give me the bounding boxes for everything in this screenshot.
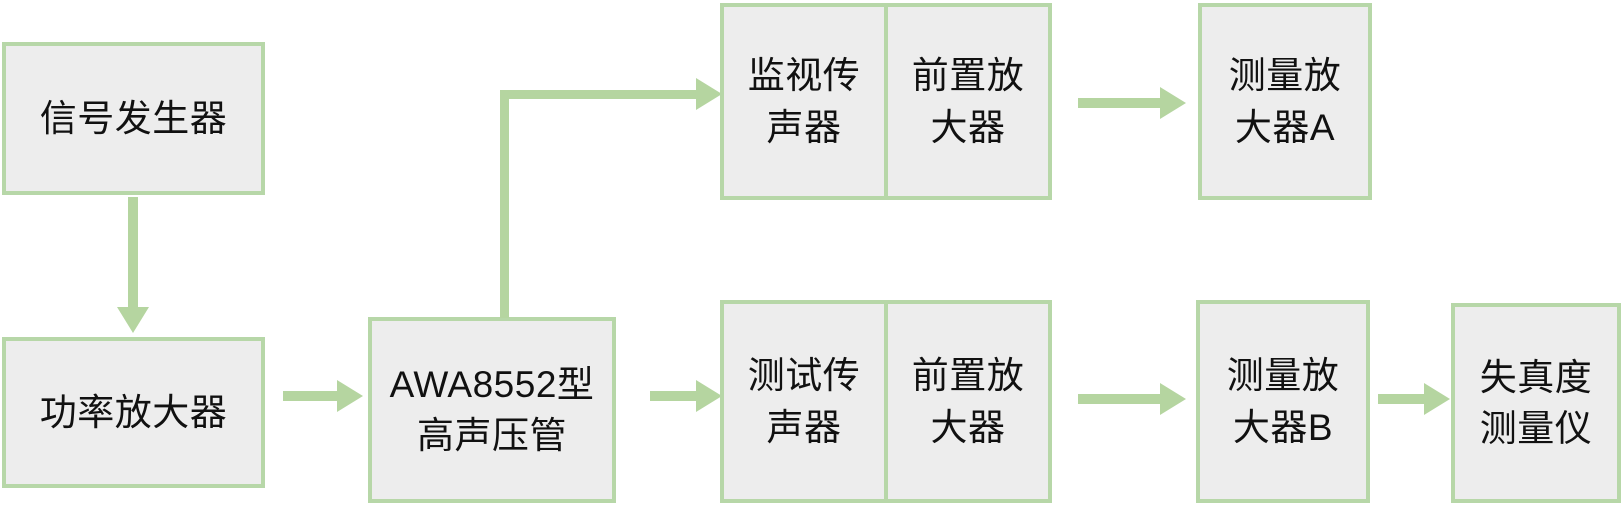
node-measuring-amplifier-a[interactable]: 测量放 大器A (1198, 3, 1372, 200)
arrow-shaft (650, 391, 698, 401)
node-group-test-microphone-preamplifier: 测试传 声器 前置放 大器 (720, 300, 1052, 503)
node-test-microphone[interactable]: 测试传 声器 (724, 304, 884, 499)
arrow-head (696, 380, 722, 412)
node-measuring-amplifier-a-line-1: 测量放 (1228, 55, 1342, 97)
node-power-amplifier[interactable]: 功率放大器 (2, 337, 265, 488)
node-preamplifier-bottom-line-1: 前置放 (911, 355, 1025, 397)
arrow-head (1160, 87, 1186, 119)
node-preamplifier-top-line-1: 前置放 (911, 55, 1025, 97)
node-test-microphone-line-1: 测试传 (747, 355, 861, 397)
arrow-shaft (1378, 394, 1426, 404)
node-distortion-meter-line-2: 测量仪 (1479, 408, 1593, 449)
node-awa8552-line-1: AWA8552型 (389, 363, 595, 405)
connector-vertical-segment (500, 90, 509, 318)
arrow-head (117, 307, 149, 333)
arrow-head (1160, 383, 1186, 415)
arrow-shaft (1078, 394, 1162, 404)
node-preamplifier-top[interactable]: 前置放 大器 (884, 7, 1048, 196)
arrow-head (337, 380, 363, 412)
arrow-shaft (1078, 98, 1162, 108)
arrow-head (1424, 383, 1450, 415)
node-measuring-amplifier-b[interactable]: 测量放 大器B (1196, 300, 1370, 503)
node-test-microphone-line-2: 声器 (766, 406, 842, 448)
node-power-amplifier-line-1: 功率放大器 (39, 391, 228, 433)
node-preamplifier-bottom-line-2: 大器 (930, 406, 1006, 448)
node-preamplifier-bottom[interactable]: 前置放 大器 (884, 304, 1048, 499)
arrow-shaft (283, 391, 339, 401)
arrow-shaft (128, 197, 138, 309)
node-measuring-amplifier-b-line-1: 测量放 (1226, 355, 1340, 397)
node-preamplifier-top-line-2: 大器 (930, 106, 1006, 148)
arrow-head (696, 78, 722, 110)
node-awa8552-line-2: 高声压管 (417, 415, 567, 456)
node-measuring-amplifier-b-line-2: 大器B (1232, 406, 1334, 448)
node-monitor-microphone-line-1: 监视传 (747, 55, 861, 97)
node-distortion-meter[interactable]: 失真度 测量仪 (1451, 303, 1621, 503)
node-monitor-microphone-line-2: 声器 (766, 106, 842, 148)
node-group-monitor-microphone-preamplifier: 监视传 声器 前置放 大器 (720, 3, 1052, 200)
node-awa8552[interactable]: AWA8552型 高声压管 (368, 317, 616, 503)
node-signal-generator[interactable]: 信号发生器 (2, 42, 265, 195)
node-measuring-amplifier-a-line-2: 大器A (1234, 106, 1336, 148)
node-monitor-microphone[interactable]: 监视传 声器 (724, 7, 884, 196)
node-signal-generator-line-1: 信号发生器 (39, 97, 228, 139)
node-distortion-meter-line-1: 失真度 (1479, 356, 1593, 398)
connector-horizontal-segment (500, 90, 700, 99)
